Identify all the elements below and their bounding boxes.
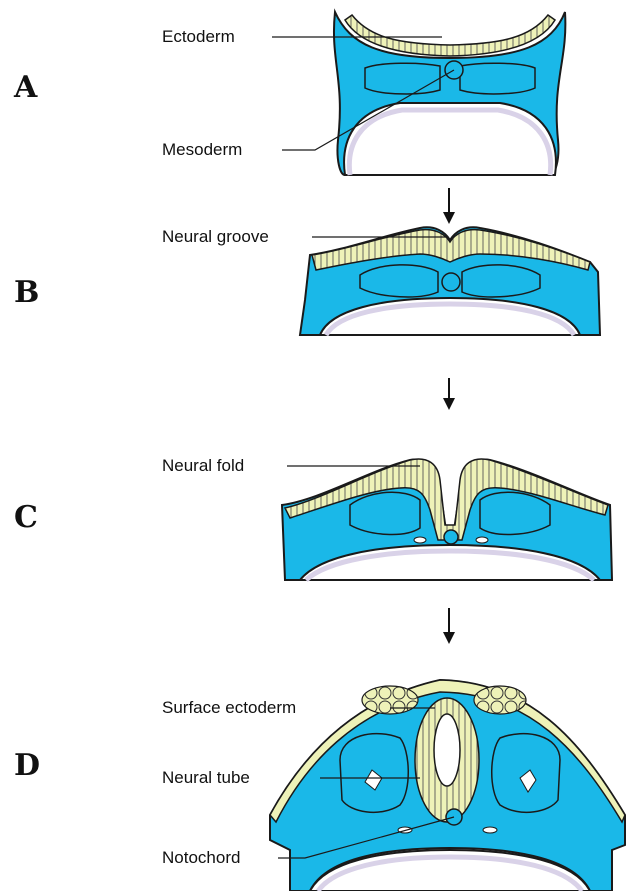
label-mesoderm: Mesoderm bbox=[162, 140, 242, 160]
stage-letter-c: C bbox=[14, 500, 38, 535]
stage-letter-a: A bbox=[14, 70, 37, 105]
stage-letter-d: D bbox=[14, 748, 40, 783]
label-surface-ectoderm: Surface ectoderm bbox=[162, 698, 296, 718]
label-ectoderm: Ectoderm bbox=[162, 27, 235, 47]
arrow-b-to-c bbox=[443, 378, 455, 410]
stage-d-illustration bbox=[270, 680, 625, 891]
stage-c-illustration bbox=[282, 459, 612, 580]
stage-letter-b: B bbox=[14, 275, 39, 310]
label-neural-fold: Neural fold bbox=[162, 456, 244, 476]
arrow-c-to-d bbox=[443, 608, 455, 644]
arrow-a-to-b bbox=[443, 188, 455, 224]
label-notochord: Notochord bbox=[162, 848, 240, 868]
label-neural-groove: Neural groove bbox=[162, 227, 269, 247]
stage-b-illustration bbox=[300, 227, 600, 335]
label-neural-tube: Neural tube bbox=[162, 768, 250, 788]
